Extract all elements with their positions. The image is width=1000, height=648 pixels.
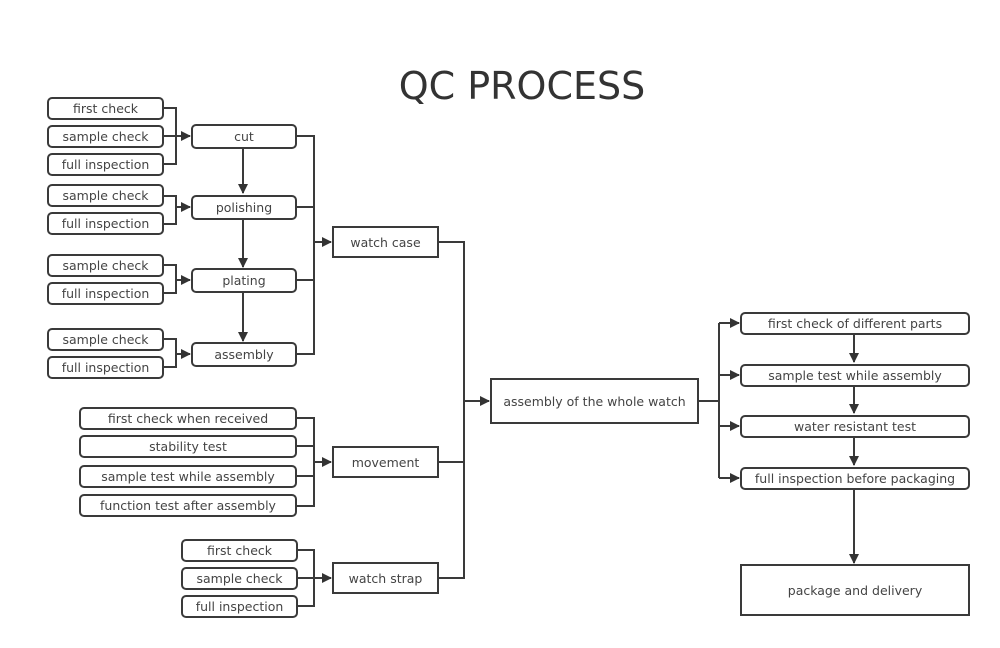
node-movement-stability-test: stability test (79, 435, 297, 458)
node-strap-full-inspection: full inspection (181, 595, 298, 618)
node-cut-first-check: first check (47, 97, 164, 120)
node-cut-sample-check: sample check (47, 125, 164, 148)
node-strap-sample-check: sample check (181, 567, 298, 590)
node-polishing-sample-check: sample check (47, 184, 164, 207)
node-movement-sample-test: sample test while assembly (79, 465, 297, 488)
node-package-delivery: package and delivery (740, 564, 970, 616)
page-title: QC PROCESS (398, 64, 646, 108)
node-assembly-sample-check: sample check (47, 328, 164, 351)
node-strap-first-check: first check (181, 539, 298, 562)
node-polishing-full-inspection: full inspection (47, 212, 164, 235)
node-plating-sample-check: sample check (47, 254, 164, 277)
connector (163, 195, 177, 225)
node-water-resistant-test: water resistant test (740, 415, 970, 438)
connector (296, 135, 315, 355)
node-polishing: polishing (191, 195, 297, 220)
node-assembly: assembly (191, 342, 297, 367)
node-first-check-parts: first check of different parts (740, 312, 970, 335)
node-movement-first-check: first check when received (79, 407, 297, 430)
connector (163, 264, 177, 294)
node-movement: movement (332, 446, 439, 478)
connector (163, 338, 177, 368)
connector (296, 417, 315, 507)
node-assembly-full-inspection: full inspection (47, 356, 164, 379)
node-movement-function-test: function test after assembly (79, 494, 297, 517)
node-plating-full-inspection: full inspection (47, 282, 164, 305)
node-cut: cut (191, 124, 297, 149)
node-plating: plating (191, 268, 297, 293)
node-watch-case: watch case (332, 226, 439, 258)
node-cut-full-inspection: full inspection (47, 153, 164, 176)
connector (438, 241, 465, 579)
node-sample-test-assembly: sample test while assembly (740, 364, 970, 387)
node-full-inspection-packaging: full inspection before packaging (740, 467, 970, 490)
node-assembly-whole-watch: assembly of the whole watch (490, 378, 699, 424)
node-watch-strap: watch strap (332, 562, 439, 594)
